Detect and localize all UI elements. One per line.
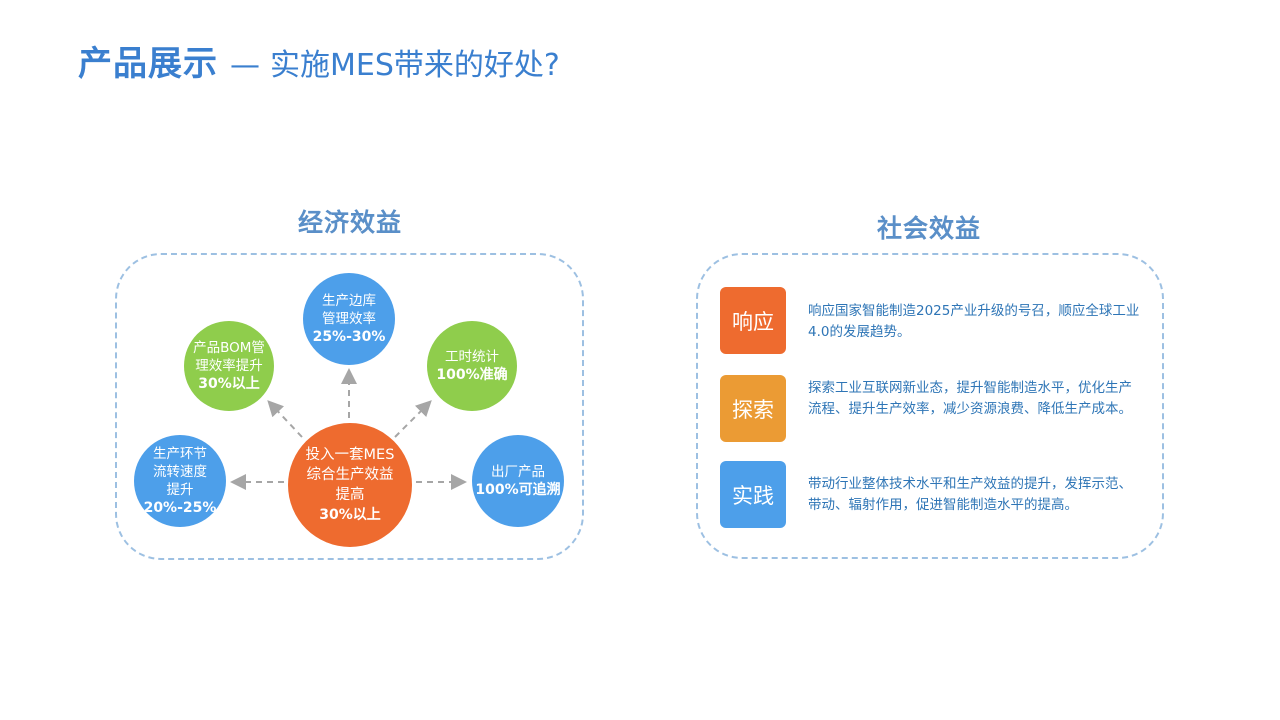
social-item-respond: 响应 响应国家智能制造2025产业升级的号召，顺应全球工业4.0的发展趋势。 (720, 287, 1140, 354)
node-highlight: 20%-25% (143, 500, 217, 516)
node-work-hours: 工时统计 100%准确 (427, 321, 517, 411)
center-line-2: 综合生产效益 (306, 467, 394, 483)
node-flow-speed: 生产环节 流转速度 提升 20%-25% (134, 435, 226, 527)
node-line: 生产边库 (322, 293, 376, 309)
social-item-explore: 探索 探索工业互联网新业态，提升智能制造水平，优化生产流程、提升生产效率，减少资… (720, 375, 1140, 442)
title-dash: — (230, 48, 260, 83)
node-line: 流转速度 (153, 464, 207, 480)
center-line-3: 提高 (335, 487, 365, 503)
center-highlight: 30%以上 (319, 507, 381, 523)
desc-respond: 响应国家智能制造2025产业升级的号召，顺应全球工业4.0的发展趋势。 (808, 303, 1140, 340)
node-inventory-efficiency: 生产边库 管理效率 25%-30% (303, 273, 395, 365)
node-line: 提升 (166, 482, 194, 498)
node-bom-efficiency: 产品BOM管 理效率提升 30%以上 (184, 321, 274, 411)
tag-practice: 实践 (720, 461, 786, 528)
node-traceability: 出厂产品 100%可追溯 (472, 435, 564, 527)
node-line: 工时统计 (445, 349, 499, 365)
node-line: 理效率提升 (195, 358, 263, 374)
tag-explore: 探索 (720, 375, 786, 442)
tag-respond: 响应 (720, 287, 786, 354)
title-main: 产品展示 (78, 44, 218, 84)
node-line: 产品BOM管 (193, 340, 265, 356)
title-subtitle: 实施MES带来的好处? (270, 48, 560, 83)
economic-panel (115, 253, 584, 560)
social-heading: 社会效益 (876, 214, 981, 243)
node-line: 管理效率 (322, 311, 376, 327)
node-line: 生产环节 (153, 446, 207, 462)
desc-practice: 带动行业整体技术水平和生产效益的提升，发挥示范、带动、辐射作用，促进智能制造水平… (808, 476, 1132, 513)
node-line: 出厂产品 (491, 464, 545, 480)
desc-explore: 探索工业互联网新业态，提升智能制造水平，优化生产流程、提升生产效率，减少资源浪费… (808, 380, 1132, 417)
node-highlight: 100%准确 (436, 367, 508, 383)
social-panel (696, 253, 1164, 559)
node-highlight: 25%-30% (312, 329, 386, 345)
node-highlight: 30%以上 (198, 376, 260, 392)
center-line-1: 投入一套MES (305, 447, 395, 463)
center-circle-mes: 投入一套MES 综合生产效益 提高 30%以上 (288, 423, 412, 547)
page-title: 产品展示 — 实施MES带来的好处? (78, 36, 560, 86)
node-highlight: 100%可追溯 (475, 482, 561, 498)
social-item-practice: 实践 带动行业整体技术水平和生产效益的提升，发挥示范、带动、辐射作用，促进智能制… (720, 461, 1140, 528)
economic-heading: 经济效益 (297, 208, 402, 237)
